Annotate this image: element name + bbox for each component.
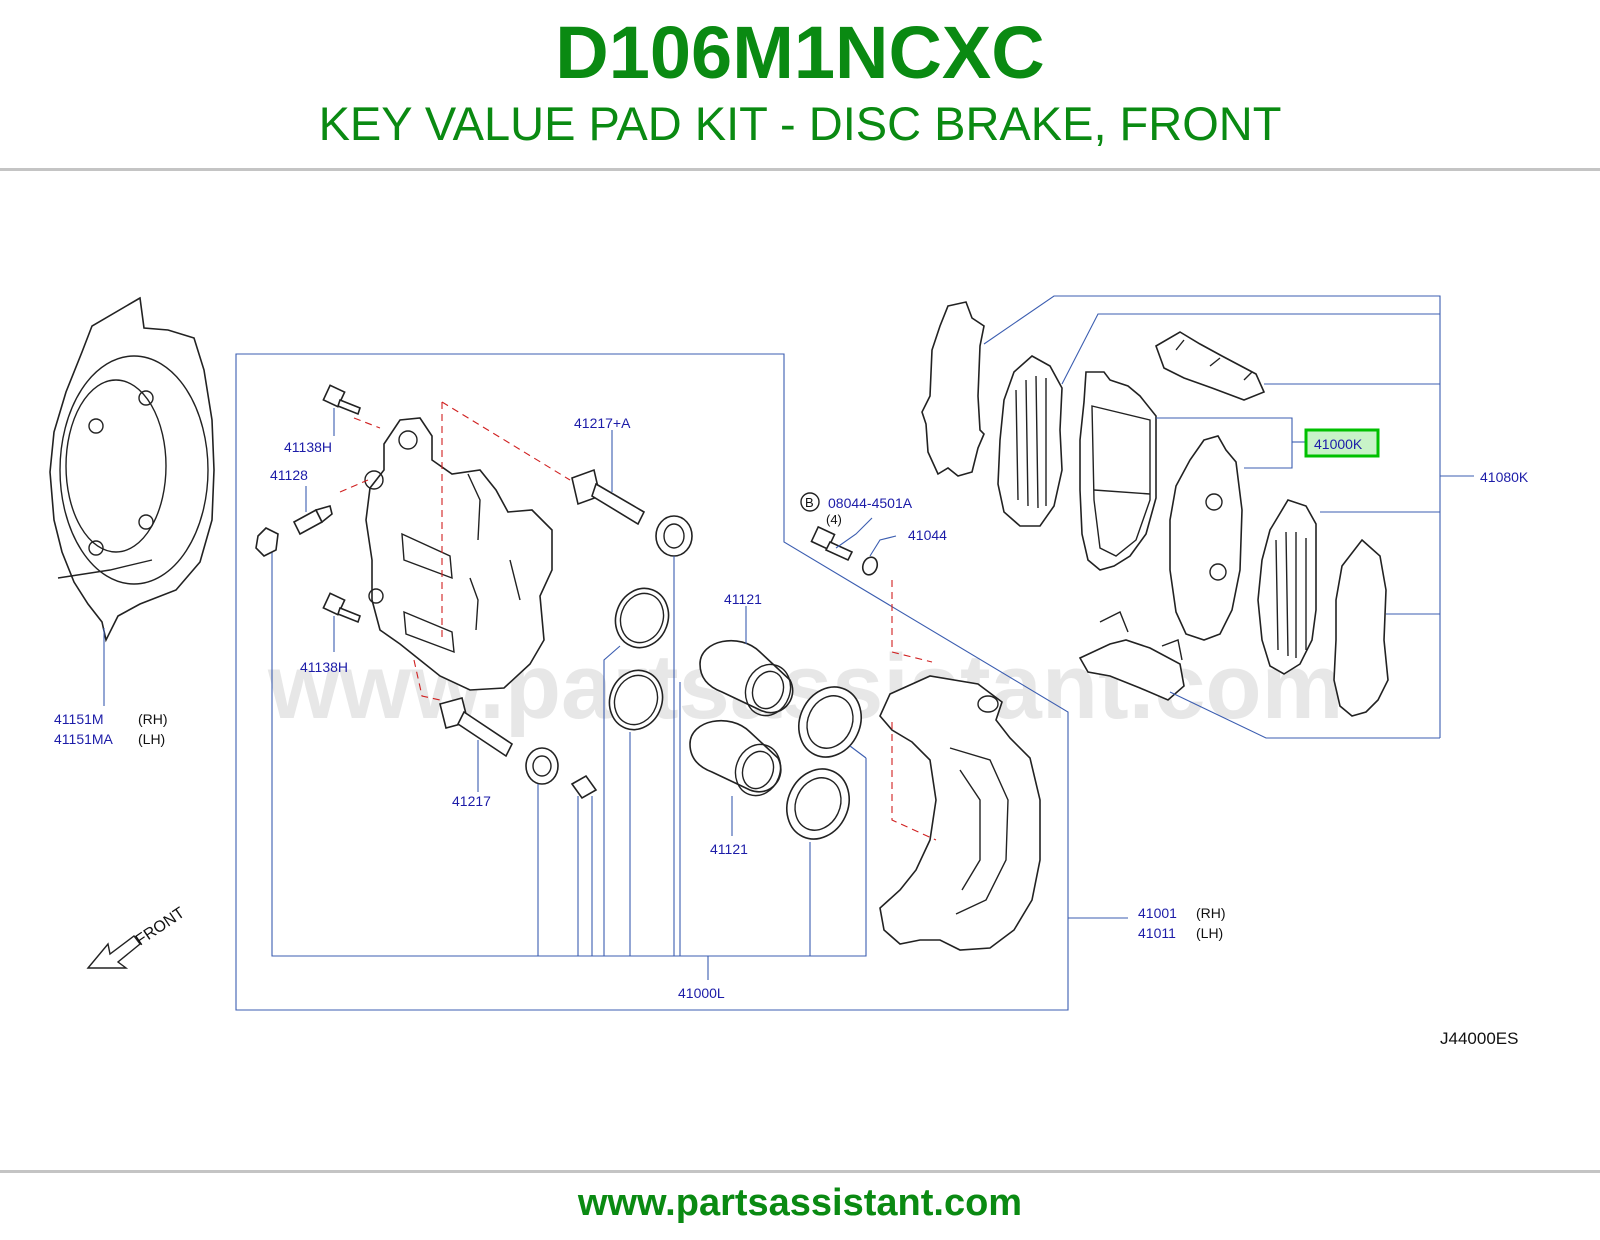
label-41044[interactable]: 41044 [908, 527, 947, 543]
pin-boot-upper-part [655, 515, 693, 557]
label-41001[interactable]: 41001 [1138, 905, 1177, 921]
bolt-41138H-top-part [322, 384, 361, 416]
label-41001-side: (RH) [1196, 905, 1226, 921]
label-41138H-top[interactable]: 41138H [284, 439, 332, 455]
label-41080K[interactable]: 41080K [1480, 469, 1529, 485]
label-41121-bottom[interactable]: 41121 [710, 841, 748, 857]
bleeder-screw-41128-part [292, 505, 333, 536]
bleeder-cap-part [255, 527, 279, 557]
label-41011-side: (LH) [1196, 925, 1223, 941]
part-code-title: D106M1NCXC [555, 11, 1045, 94]
guide-pin-41217A-part [571, 468, 646, 526]
bolt-marker-circle-icon [800, 492, 820, 512]
bolt-marker-b: B [805, 495, 814, 510]
washer-41044-part [861, 556, 879, 576]
label-41128[interactable]: 41128 [270, 467, 308, 483]
footer-divider [0, 1170, 1600, 1173]
diagram-code: J44000ES [1440, 1029, 1518, 1048]
label-41151M-side: (RH) [138, 711, 168, 727]
caliper-bracket-part [879, 675, 1041, 951]
label-41217A[interactable]: 41217+A [574, 415, 631, 431]
caliper-body-part [364, 417, 553, 691]
piston-41121-upper-part [699, 639, 794, 717]
shim-outer-right-part [1333, 538, 1389, 717]
brake-pad-outer-part [1079, 371, 1157, 571]
header-divider [0, 168, 1600, 171]
part-name-subtitle: KEY VALUE PAD KIT - DISC BRAKE, FRONT [318, 97, 1282, 150]
dust-seal-ring-part [614, 587, 670, 649]
large-seal-lower-part [786, 768, 850, 840]
label-41011[interactable]: 41011 [1138, 925, 1176, 941]
brake-pad-inner-part [1169, 435, 1243, 641]
front-direction-label: FRONT [133, 904, 188, 949]
label-41000K-highlight[interactable] [1304, 428, 1380, 458]
label-41151MA-side: (LH) [138, 731, 165, 747]
guide-pin-41217-part [439, 697, 514, 758]
pad-clip-lower-part [1078, 611, 1185, 701]
label-08044-4501A[interactable]: 08044-4501A [828, 495, 913, 511]
shim-inner-right-part [1257, 499, 1317, 675]
bolt-41138H-bottom-part [322, 592, 361, 624]
mounting-bolt-08044-part [810, 525, 854, 562]
label-41151M[interactable]: 41151M [54, 711, 104, 727]
pin-boot-lower-part [525, 747, 559, 785]
front-direction-arrow-icon [86, 935, 141, 969]
piston-41121-lower-part [689, 719, 782, 797]
website-footer[interactable]: www.partsassistant.com [577, 1182, 1023, 1224]
label-41000L[interactable]: 41000L [678, 985, 725, 1001]
label-41151MA[interactable]: 41151MA [54, 731, 114, 747]
label-08044-qty: (4) [826, 512, 842, 527]
dust-shield-part [49, 296, 215, 643]
label-41217[interactable]: 41217 [452, 793, 491, 809]
shim-inner-left-part [997, 355, 1063, 527]
large-seal-upper-part [798, 686, 862, 758]
label-41138H-bottom[interactable]: 41138H [300, 659, 348, 675]
pin-bushing-part [570, 774, 598, 800]
shim-outer-left-part [921, 301, 985, 477]
piston-seal-ring-part [608, 669, 664, 731]
label-41000K[interactable]: 41000K [1314, 436, 1363, 452]
label-41121-top[interactable]: 41121 [724, 591, 762, 607]
pad-clip-upper-part [1155, 331, 1266, 401]
